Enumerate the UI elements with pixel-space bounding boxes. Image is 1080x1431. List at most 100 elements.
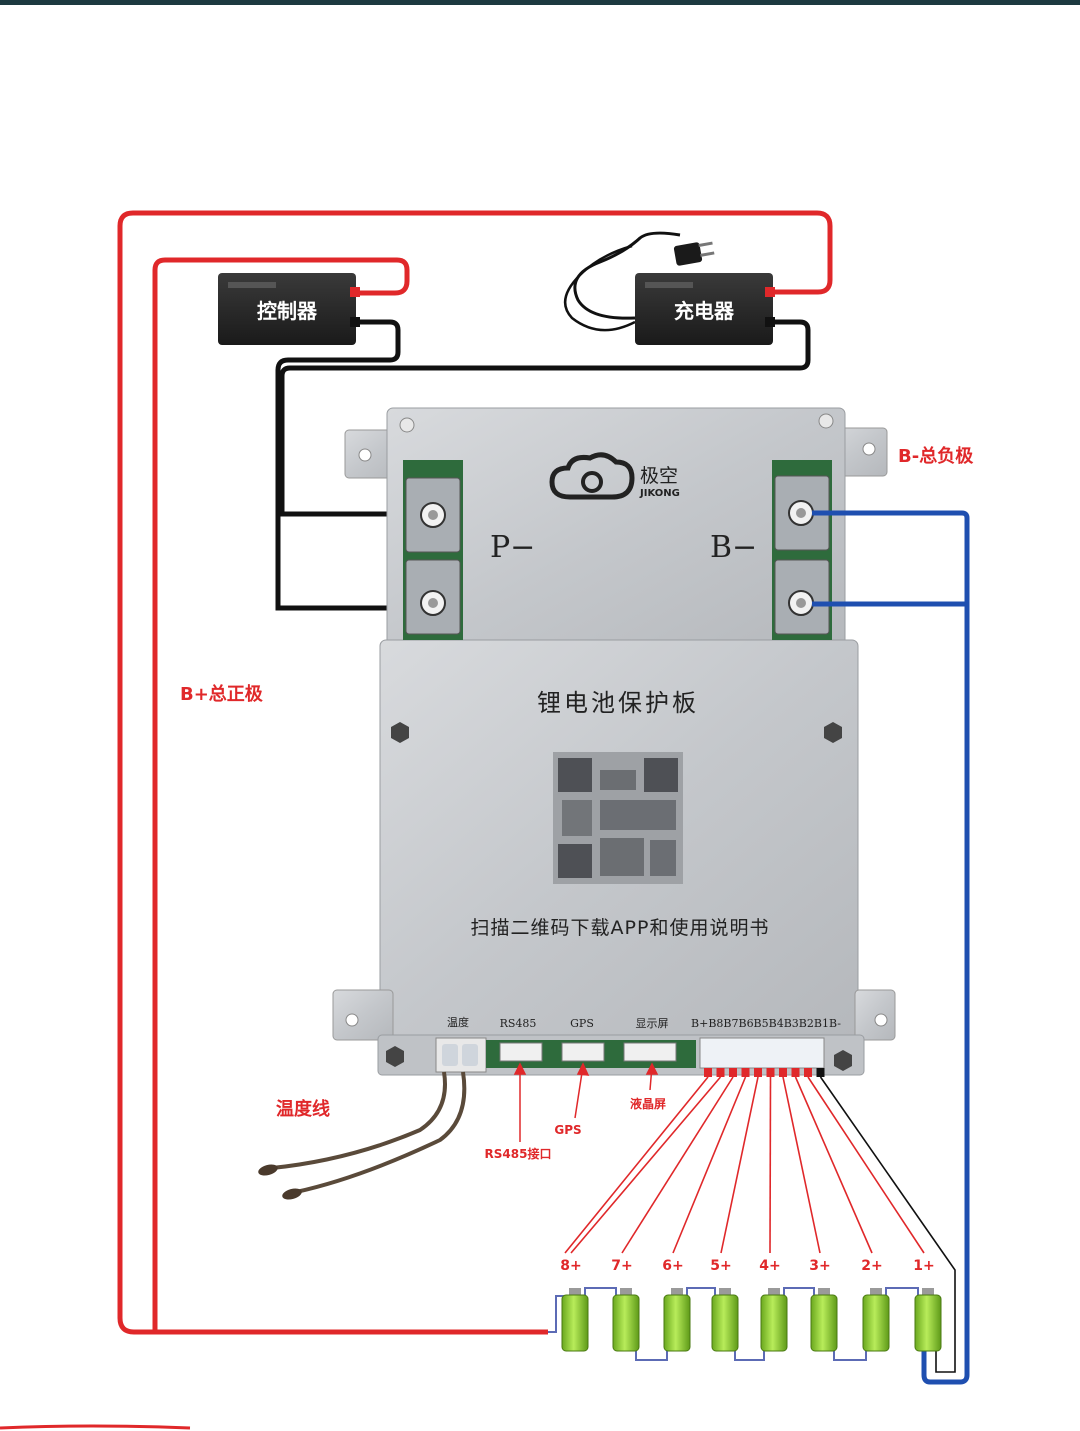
balance-wire xyxy=(807,1076,925,1254)
cell-label: 8+ xyxy=(560,1258,581,1274)
p-minus-terminal-block xyxy=(403,460,463,640)
b-minus-label: B− xyxy=(710,530,757,565)
red-wire-controller xyxy=(152,257,410,1332)
cell-body xyxy=(810,1294,838,1352)
port-label-balance: B+B8B7B6B5B4B3B2B1B- xyxy=(691,1017,841,1030)
balance-pin xyxy=(804,1068,812,1077)
qr-code-blurred xyxy=(553,752,683,884)
label-rs485-port: RS485接口 xyxy=(485,1146,552,1161)
cell-label: 3+ xyxy=(809,1258,830,1274)
cell-cap xyxy=(671,1288,683,1296)
cell-body xyxy=(914,1294,942,1352)
balance-pin xyxy=(704,1068,712,1077)
balance-pin xyxy=(716,1068,725,1077)
battery-cell: 3+ xyxy=(809,1258,838,1352)
controller-label: 控制器 xyxy=(257,299,318,323)
top-strip xyxy=(0,0,1080,5)
bottom-red-fragment xyxy=(0,1424,191,1430)
cell-label: 2+ xyxy=(861,1258,882,1274)
balance-wire xyxy=(564,1076,709,1254)
port-label-gps: GPS xyxy=(570,1017,594,1030)
battery-cell: 2+ xyxy=(861,1258,890,1352)
label-gps: GPS xyxy=(554,1123,581,1137)
balance-wire xyxy=(672,1076,747,1254)
balance-wire xyxy=(769,1076,772,1254)
cell-link xyxy=(548,1295,565,1333)
port-label-temp: 温度 xyxy=(447,1015,469,1029)
label-lcd: 液晶屏 xyxy=(630,1096,666,1111)
cell-body xyxy=(663,1294,691,1352)
balance-wire xyxy=(782,1076,821,1254)
balance-pin xyxy=(729,1068,737,1077)
cell-cap xyxy=(922,1288,934,1296)
port-arrows xyxy=(513,1062,659,1142)
cell-body xyxy=(760,1294,788,1352)
balance-pin xyxy=(779,1068,787,1077)
controller-box xyxy=(218,273,360,345)
balance-pin xyxy=(816,1068,825,1077)
balance-wire-negative xyxy=(819,1076,956,1373)
cell-body xyxy=(711,1294,739,1352)
cell-label: 5+ xyxy=(710,1258,731,1274)
black-wire-controller xyxy=(275,319,425,611)
battery-cell: 1+ xyxy=(913,1258,942,1352)
cell-label: 6+ xyxy=(662,1258,683,1274)
balance-pins xyxy=(704,1068,825,1077)
balance-wire xyxy=(720,1076,759,1254)
battery-cell: 7+ xyxy=(611,1258,640,1352)
battery-cell: 5+ xyxy=(710,1258,739,1352)
blue-wire-b-minus xyxy=(812,510,970,1385)
cell-body xyxy=(561,1294,589,1352)
cell-cap xyxy=(768,1288,780,1296)
label-temp-wire: 温度线 xyxy=(276,1098,330,1120)
cell-cap xyxy=(818,1288,830,1296)
balance-pin xyxy=(741,1068,750,1077)
cell-cap xyxy=(719,1288,731,1296)
board-title: 锂电池保护板 xyxy=(537,689,699,717)
cell-cap xyxy=(870,1288,882,1296)
balance-wire xyxy=(570,1076,722,1254)
balance-wires xyxy=(564,1076,956,1373)
charger-label: 充电器 xyxy=(674,299,735,323)
black-wire-charger xyxy=(279,319,811,517)
balance-pin xyxy=(754,1068,762,1077)
cell-link xyxy=(734,1350,765,1361)
cell-cap xyxy=(569,1288,581,1296)
cell-link xyxy=(635,1350,668,1361)
b-minus-terminal-block xyxy=(772,460,832,640)
cell-link xyxy=(833,1350,867,1361)
balance-pin xyxy=(791,1068,800,1077)
battery-cells: 8+ 7+ 6+ 5+ 4+ 3+ 2+ 1+ xyxy=(548,1258,942,1361)
cell-cap xyxy=(620,1288,632,1296)
battery-cell: 6+ xyxy=(662,1258,691,1352)
cloud-logo-icon xyxy=(549,452,635,500)
balance-wire xyxy=(794,1076,873,1254)
red-wire-charger xyxy=(117,210,833,1335)
charger-box xyxy=(635,273,775,345)
cell-link xyxy=(584,1287,617,1296)
connectors xyxy=(435,1037,825,1073)
balance-wire xyxy=(621,1076,734,1254)
cell-label: 7+ xyxy=(611,1258,632,1274)
label-b-total-positive: B+总正极 xyxy=(180,683,264,705)
power-cord xyxy=(573,231,681,320)
battery-cell: 8+ xyxy=(560,1258,589,1352)
port-label-display: 显示屏 xyxy=(636,1017,669,1030)
cell-label: 4+ xyxy=(759,1258,780,1274)
temperature-wires xyxy=(258,1071,467,1200)
cell-label: 1+ xyxy=(913,1258,934,1274)
cell-link xyxy=(885,1287,919,1296)
logo-sub: JIKONG xyxy=(639,488,680,499)
power-cord-2 xyxy=(563,244,636,332)
cell-link xyxy=(783,1287,815,1296)
label-b-total-negative: B-总负极 xyxy=(898,445,974,467)
port-label-rs485: RS485 xyxy=(500,1017,537,1030)
logo-name: 极空 xyxy=(640,465,678,487)
p-minus-label: P− xyxy=(490,530,535,565)
battery-cell: 4+ xyxy=(759,1258,788,1352)
plug-icon xyxy=(673,241,715,266)
cell-body xyxy=(612,1294,640,1352)
balance-pin xyxy=(766,1068,775,1077)
scan-instruction: 扫描二维码下载APP和使用说明书 xyxy=(471,917,770,939)
